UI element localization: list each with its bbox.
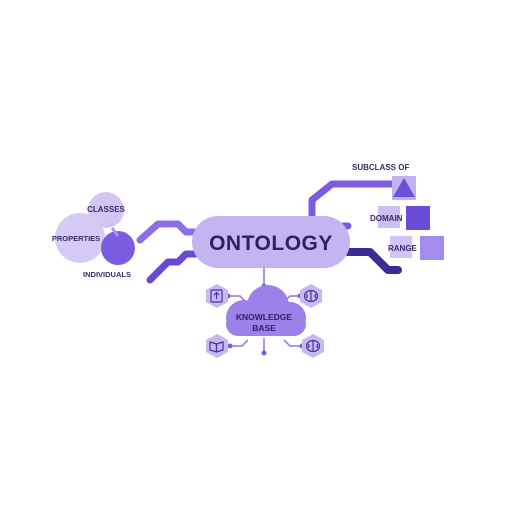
ontology-node: ONTOLOGY [192, 216, 350, 268]
properties-circle [55, 213, 105, 263]
book-open-icon [209, 341, 224, 353]
hex-brain-bottom [302, 334, 324, 358]
knowledge-base-line2: BASE [252, 323, 276, 333]
brain-icon [303, 289, 319, 303]
ontology-title: ONTOLOGY [209, 232, 333, 255]
right-cluster: SUBCLASS OF DOMAIN RANGE [352, 163, 444, 260]
individuals-label: INDIVIDUALS [83, 270, 131, 279]
properties-label: PROPERTIES [52, 234, 100, 243]
domain-square [406, 206, 430, 230]
classes-label: CLASSES [87, 205, 125, 214]
left-connectors [136, 220, 200, 284]
range-light-square [390, 236, 412, 258]
classes-circle [88, 192, 124, 228]
hex-book-upload [206, 284, 228, 308]
hex-brain-top [300, 284, 322, 308]
knowledge-base-line1: KNOWLEDGE [236, 312, 293, 322]
ontology-pill [192, 216, 350, 268]
subclass-triangle-icon [393, 178, 415, 197]
range-label: RANGE [388, 244, 418, 253]
range-square [420, 236, 444, 260]
hex-book-open [206, 334, 228, 358]
knowledge-base-cloud [226, 285, 306, 336]
domain-light-square [378, 206, 400, 228]
brain-icon [305, 339, 321, 353]
subclass-of-label: SUBCLASS OF [352, 163, 409, 172]
domain-label: DOMAIN [370, 214, 403, 223]
cluster-link [110, 227, 120, 237]
book-upload-icon [210, 289, 223, 303]
individuals-circle [101, 231, 135, 265]
left-cluster: CLASSES PROPERTIES INDIVIDUALS [52, 192, 135, 279]
